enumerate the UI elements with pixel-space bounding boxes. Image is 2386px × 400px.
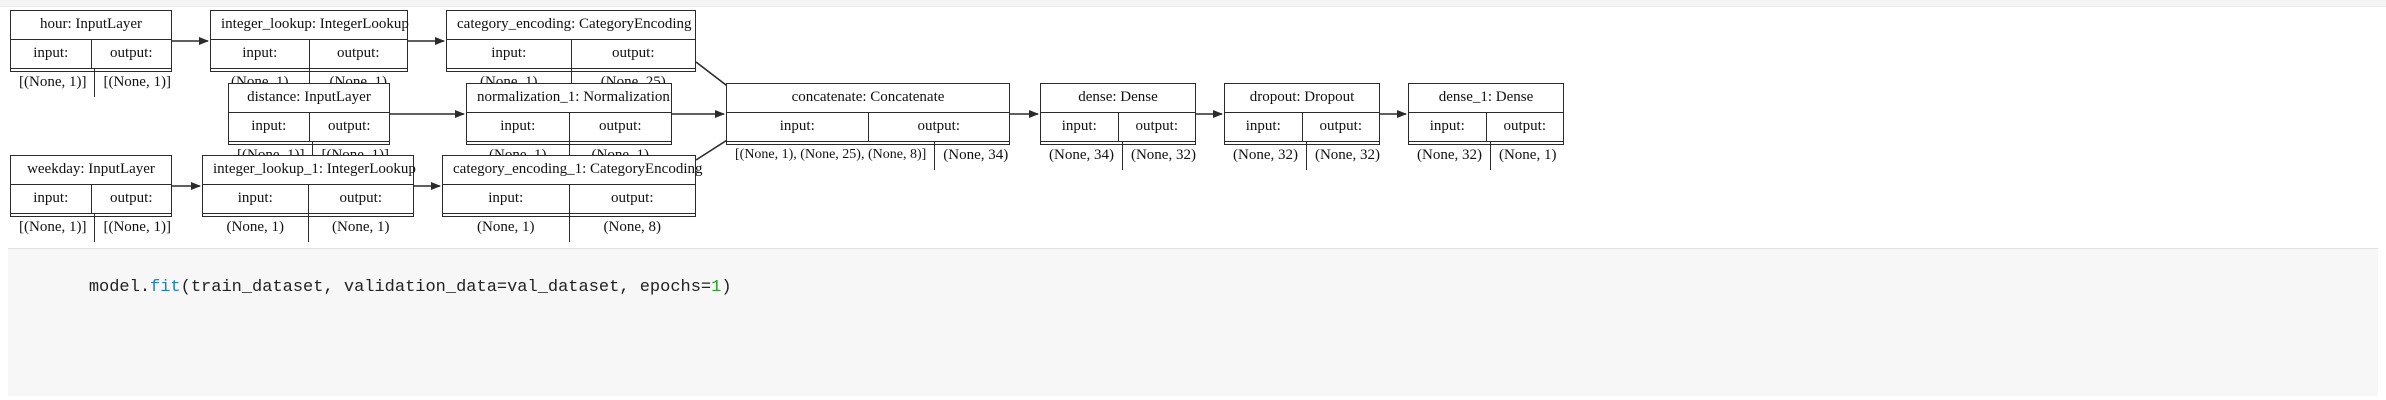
output-label: output: — [568, 113, 672, 141]
node-title: normalization_1: Normalization — [467, 84, 671, 113]
node-dense-1[interactable]: dense_1: Dense input: output: (None, 32)… — [1408, 83, 1564, 170]
output-label: output: — [568, 185, 696, 213]
node-label-row: input: output: — [211, 40, 407, 69]
input-shape: (None, 32) — [1233, 147, 1298, 163]
input-label: input: — [237, 190, 273, 206]
node-label-row: input: output: — [447, 40, 695, 69]
input-label: input: — [251, 118, 287, 134]
input-label: input: — [33, 190, 69, 206]
node-label-row: input: output: — [11, 40, 171, 69]
input-label: input: — [1061, 118, 1097, 134]
output-label: output: — [308, 40, 408, 68]
node-title: weekday: InputLayer — [11, 156, 171, 185]
node-hour[interactable]: hour: InputLayer input: output: [(None, … — [10, 10, 172, 97]
output-label: output: — [90, 40, 172, 68]
input-shape: [(None, 1), (None, 25), (None, 8)] — [735, 147, 927, 162]
node-title: category_encoding: CategoryEncoding — [447, 11, 695, 40]
node-value-row: (None, 1) (None, 8) — [443, 214, 695, 242]
node-label-row: input: output: — [1225, 113, 1379, 142]
node-integer-lookup-1[interactable]: integer_lookup_1: IntegerLookup input: o… — [202, 155, 416, 242]
code-open-paren: ( — [180, 278, 191, 297]
code-object: model — [88, 278, 140, 297]
node-category-encoding-1[interactable]: category_encoding_1: CategoryEncoding in… — [442, 155, 703, 242]
output-label: output: — [307, 185, 414, 213]
node-weekday[interactable]: weekday: InputLayer input: output: [(Non… — [10, 155, 172, 242]
output-shape: [(None, 1)] — [94, 69, 178, 97]
output-label: output: — [308, 113, 390, 141]
node-value-row: (None, 1) (None, 1) — [203, 214, 413, 242]
code-method: fit — [150, 278, 181, 297]
node-title: integer_lookup_1: IntegerLookup — [203, 156, 416, 185]
node-label-row: input: output: — [203, 185, 413, 214]
input-shape: [(None, 1)] — [19, 74, 87, 90]
code-close-paren: ) — [721, 278, 732, 297]
node-category-encoding[interactable]: category_encoding: CategoryEncoding inpu… — [446, 10, 696, 97]
node-title: dropout: Dropout — [1225, 84, 1379, 113]
node-label-row: input: output: — [443, 185, 695, 214]
node-distance[interactable]: distance: InputLayer input: output: [(No… — [228, 83, 390, 170]
node-value-row: [(None, 1)] [(None, 1)] — [11, 214, 171, 242]
node-integer-lookup[interactable]: integer_lookup: IntegerLookup input: out… — [210, 10, 409, 97]
node-value-row: [(None, 1), (None, 25), (None, 8)] (None… — [727, 142, 1009, 170]
input-shape: (None, 34) — [1049, 147, 1114, 163]
output-label: output: — [1117, 113, 1196, 141]
output-shape: (None, 32) — [1121, 142, 1204, 170]
node-title: concatenate: Concatenate — [727, 84, 1009, 113]
output-label: output: — [90, 185, 172, 213]
node-title: dense_1: Dense — [1409, 84, 1563, 113]
input-shape: (None, 1) — [477, 219, 535, 235]
input-label: input: — [1245, 118, 1281, 134]
input-label: input: — [500, 118, 536, 134]
node-value-row: (None, 32) (None, 32) — [1225, 142, 1380, 170]
output-label: output: — [867, 113, 1010, 141]
node-value-row: (None, 34) (None, 32) — [1041, 142, 1196, 170]
node-value-row: (None, 32) (None, 1) — [1409, 142, 1563, 170]
code-args: train_dataset, validation_data=val_datas… — [190, 278, 712, 297]
code-epochs-value: 1 — [711, 278, 722, 297]
input-shape: [(None, 1)] — [19, 219, 87, 235]
output-label: output: — [1301, 113, 1380, 141]
node-label-row: input: output: — [11, 185, 171, 214]
node-title: dense: Dense — [1041, 84, 1195, 113]
node-title: hour: InputLayer — [11, 11, 171, 40]
input-label: input: — [33, 45, 69, 61]
node-label-row: input: output: — [727, 113, 1009, 142]
output-shape: (None, 1) — [1489, 142, 1564, 170]
input-label: input: — [1429, 118, 1465, 134]
output-shape: (None, 34) — [934, 142, 1016, 170]
node-label-row: input: output: — [467, 113, 671, 142]
input-label: input: — [779, 118, 815, 134]
output-shape: (None, 1) — [307, 214, 414, 242]
node-label-row: input: output: — [1409, 113, 1563, 142]
node-value-row: [(None, 1)] [(None, 1)] — [11, 69, 171, 97]
node-dense[interactable]: dense: Dense input: output: (None, 34) (… — [1040, 83, 1196, 170]
input-shape: (None, 1) — [226, 219, 284, 235]
output-shape: (None, 32) — [1305, 142, 1388, 170]
output-label: output: — [570, 40, 696, 68]
node-normalization-1[interactable]: normalization_1: Normalization input: ou… — [466, 83, 672, 170]
node-title: category_encoding_1: CategoryEncoding — [443, 156, 703, 185]
output-shape: (None, 8) — [568, 214, 696, 242]
node-label-row: input: output: — [229, 113, 389, 142]
node-title: integer_lookup: IntegerLookup — [211, 11, 409, 40]
input-shape: (None, 32) — [1417, 147, 1482, 163]
output-label: output: — [1485, 113, 1564, 141]
code-dot: . — [139, 278, 151, 297]
node-concatenate[interactable]: concatenate: Concatenate input: output: … — [726, 83, 1010, 170]
input-label: input: — [488, 190, 524, 206]
code-cell[interactable]: model.fit(train_dataset, validation_data… — [8, 248, 2378, 396]
output-shape: [(None, 1)] — [94, 214, 178, 242]
input-label: input: — [491, 45, 527, 61]
node-title: distance: InputLayer — [229, 84, 389, 113]
input-label: input: — [242, 45, 278, 61]
code-line[interactable]: model.fit(train_dataset, validation_data… — [48, 277, 732, 299]
top-divider — [0, 0, 2386, 7]
node-dropout[interactable]: dropout: Dropout input: output: (None, 3… — [1224, 83, 1380, 170]
node-label-row: input: output: — [1041, 113, 1195, 142]
